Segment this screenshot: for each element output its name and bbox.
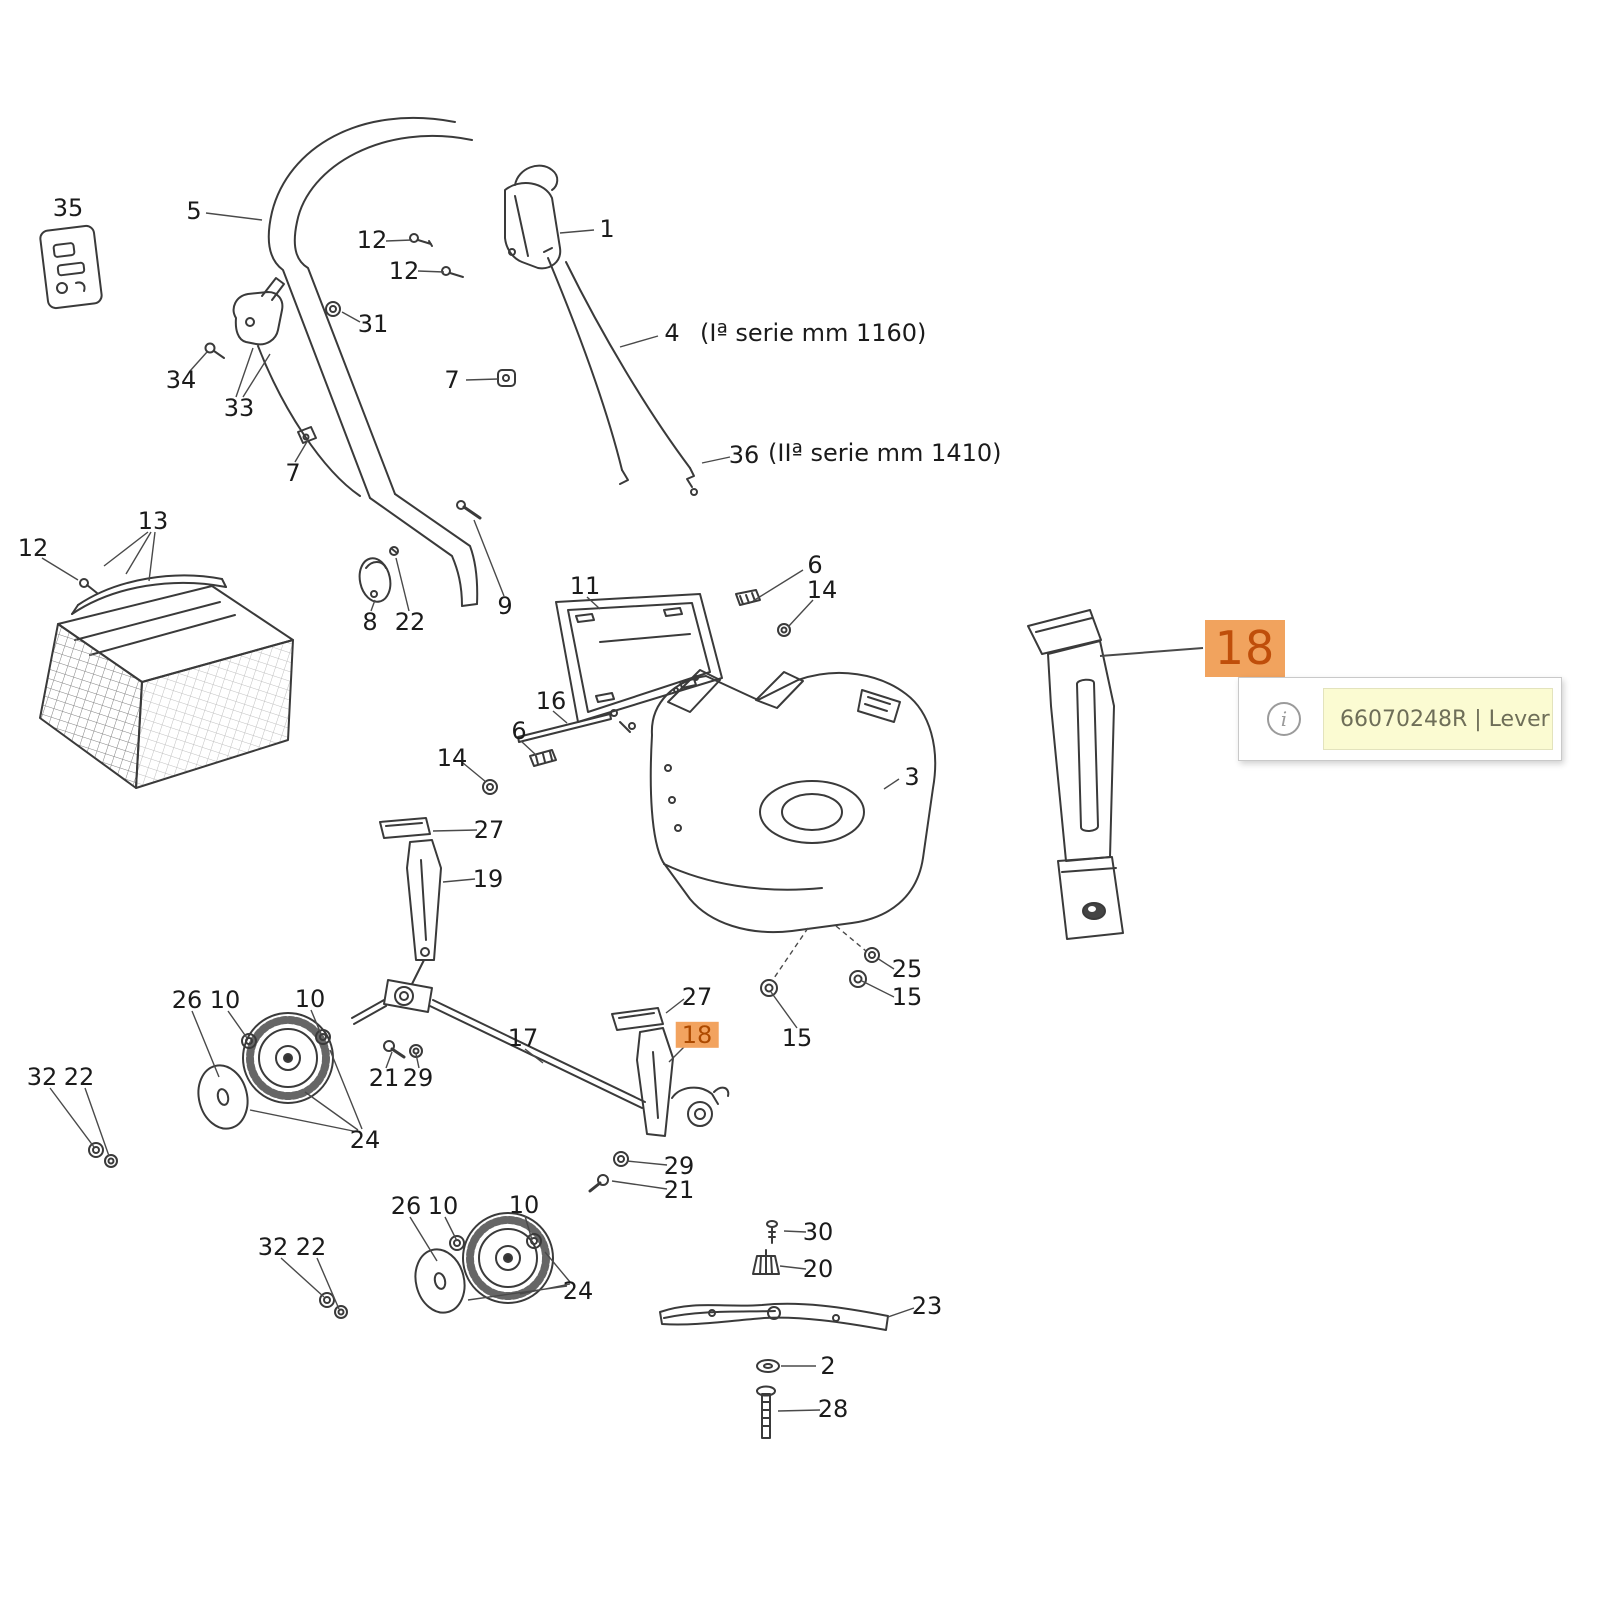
part-callout-2[interactable]: 2: [820, 1351, 836, 1380]
part-callout-21[interactable]: 21: [368, 1063, 400, 1092]
part-callout-12[interactable]: 12: [17, 533, 49, 562]
knob-art: [79, 546, 399, 603]
part-callout-16[interactable]: 16: [535, 686, 567, 715]
part-callout-12[interactable]: 12: [356, 225, 388, 254]
part-callout-5[interactable]: 5: [186, 196, 202, 225]
grass-catcher-art: [39, 574, 294, 789]
part-callout-28[interactable]: 28: [817, 1394, 849, 1423]
part-callout-35[interactable]: 35: [52, 193, 84, 222]
part-callout-34[interactable]: 34: [165, 365, 197, 394]
part-callout-8[interactable]: 8: [362, 607, 378, 636]
part-callout-32[interactable]: 32: [26, 1062, 58, 1091]
part-callout-13[interactable]: 13: [137, 506, 169, 535]
part-callout-29[interactable]: 29: [663, 1151, 695, 1180]
wheel-upper-art: [197, 1012, 334, 1130]
throttle-lever-art: [504, 164, 562, 270]
detail-lever-art: [1027, 609, 1124, 940]
part-callout-15[interactable]: 15: [891, 982, 923, 1011]
height-lever-right-art: [611, 1007, 730, 1137]
part-callout-14[interactable]: 14: [436, 743, 468, 772]
part-callout-10[interactable]: 10: [427, 1191, 459, 1220]
part-callout-10[interactable]: 10: [294, 984, 326, 1013]
part-callout-12[interactable]: 12: [388, 256, 420, 285]
part-callout-24[interactable]: 24: [562, 1276, 594, 1305]
part-callout-31[interactable]: 31: [357, 309, 389, 338]
handle-art: [267, 117, 479, 607]
part-callout-4[interactable]: 4: [664, 318, 680, 347]
small-fasteners-bottom-art: [88, 947, 880, 1439]
part-callout-14[interactable]: 14: [806, 575, 838, 604]
throttle-control-art: [204, 277, 361, 497]
part-callout-18[interactable]: 18: [675, 1021, 719, 1048]
cable-art: [543, 247, 698, 496]
part-callout-23[interactable]: 23: [911, 1291, 943, 1320]
part-callout-27[interactable]: 27: [681, 982, 713, 1011]
part-callout-11[interactable]: 11: [569, 571, 601, 600]
rear-door-art: [555, 593, 723, 733]
part-callout-24[interactable]: 24: [349, 1125, 381, 1154]
tooltip-part-text: 66070248R | Lever: [1323, 688, 1553, 750]
part-callout-21[interactable]: 21: [663, 1175, 695, 1204]
part-callout-7[interactable]: 7: [444, 365, 460, 394]
part-callout-19[interactable]: 19: [472, 864, 504, 893]
part-callout-25[interactable]: 25: [891, 954, 923, 983]
part-callout-26[interactable]: 26: [171, 985, 203, 1014]
info-icon: i: [1267, 702, 1301, 736]
small-fasteners-top-art: [325, 233, 516, 520]
part-callout-22[interactable]: 22: [295, 1232, 327, 1261]
wheel-lower-art: [414, 1212, 554, 1314]
part-callout-29[interactable]: 29: [402, 1063, 434, 1092]
part-callout-20[interactable]: 20: [802, 1254, 834, 1283]
part-callout-30[interactable]: 30: [802, 1217, 834, 1246]
leader-lines: [41, 212, 1204, 1412]
part-callout-9[interactable]: 9: [497, 591, 513, 620]
part-callout-27[interactable]: 27: [473, 815, 505, 844]
part-callout-3[interactable]: 3: [904, 762, 920, 791]
hinge-parts-art: [482, 589, 791, 795]
part-callout-32[interactable]: 32: [257, 1232, 289, 1261]
detail-part-callout-18[interactable]: 18: [1205, 620, 1285, 677]
part-callout-10[interactable]: 10: [209, 985, 241, 1014]
part-callout-36[interactable]: 36: [728, 440, 760, 469]
part-callout-26[interactable]: 26: [390, 1191, 422, 1220]
accessory-bag-art: [39, 224, 103, 310]
part-callout-33[interactable]: 33: [223, 393, 255, 422]
height-lever-left-art: [379, 817, 442, 985]
part-callout-10[interactable]: 10: [508, 1190, 540, 1219]
part-callout-17[interactable]: 17: [507, 1023, 539, 1052]
blade-art: [659, 1302, 889, 1331]
part-callout-6[interactable]: 6: [511, 716, 527, 745]
part-tooltip: i 66070248R | Lever: [1238, 677, 1562, 761]
part-callout-6[interactable]: 6: [807, 550, 823, 579]
part-callout-7[interactable]: 7: [285, 458, 301, 487]
part-callout-1[interactable]: 1: [599, 214, 615, 243]
part-callout-22[interactable]: 22: [394, 607, 426, 636]
deck-art: [649, 669, 937, 933]
part-callout-15[interactable]: 15: [781, 1023, 813, 1052]
part-callout-22[interactable]: 22: [63, 1062, 95, 1091]
